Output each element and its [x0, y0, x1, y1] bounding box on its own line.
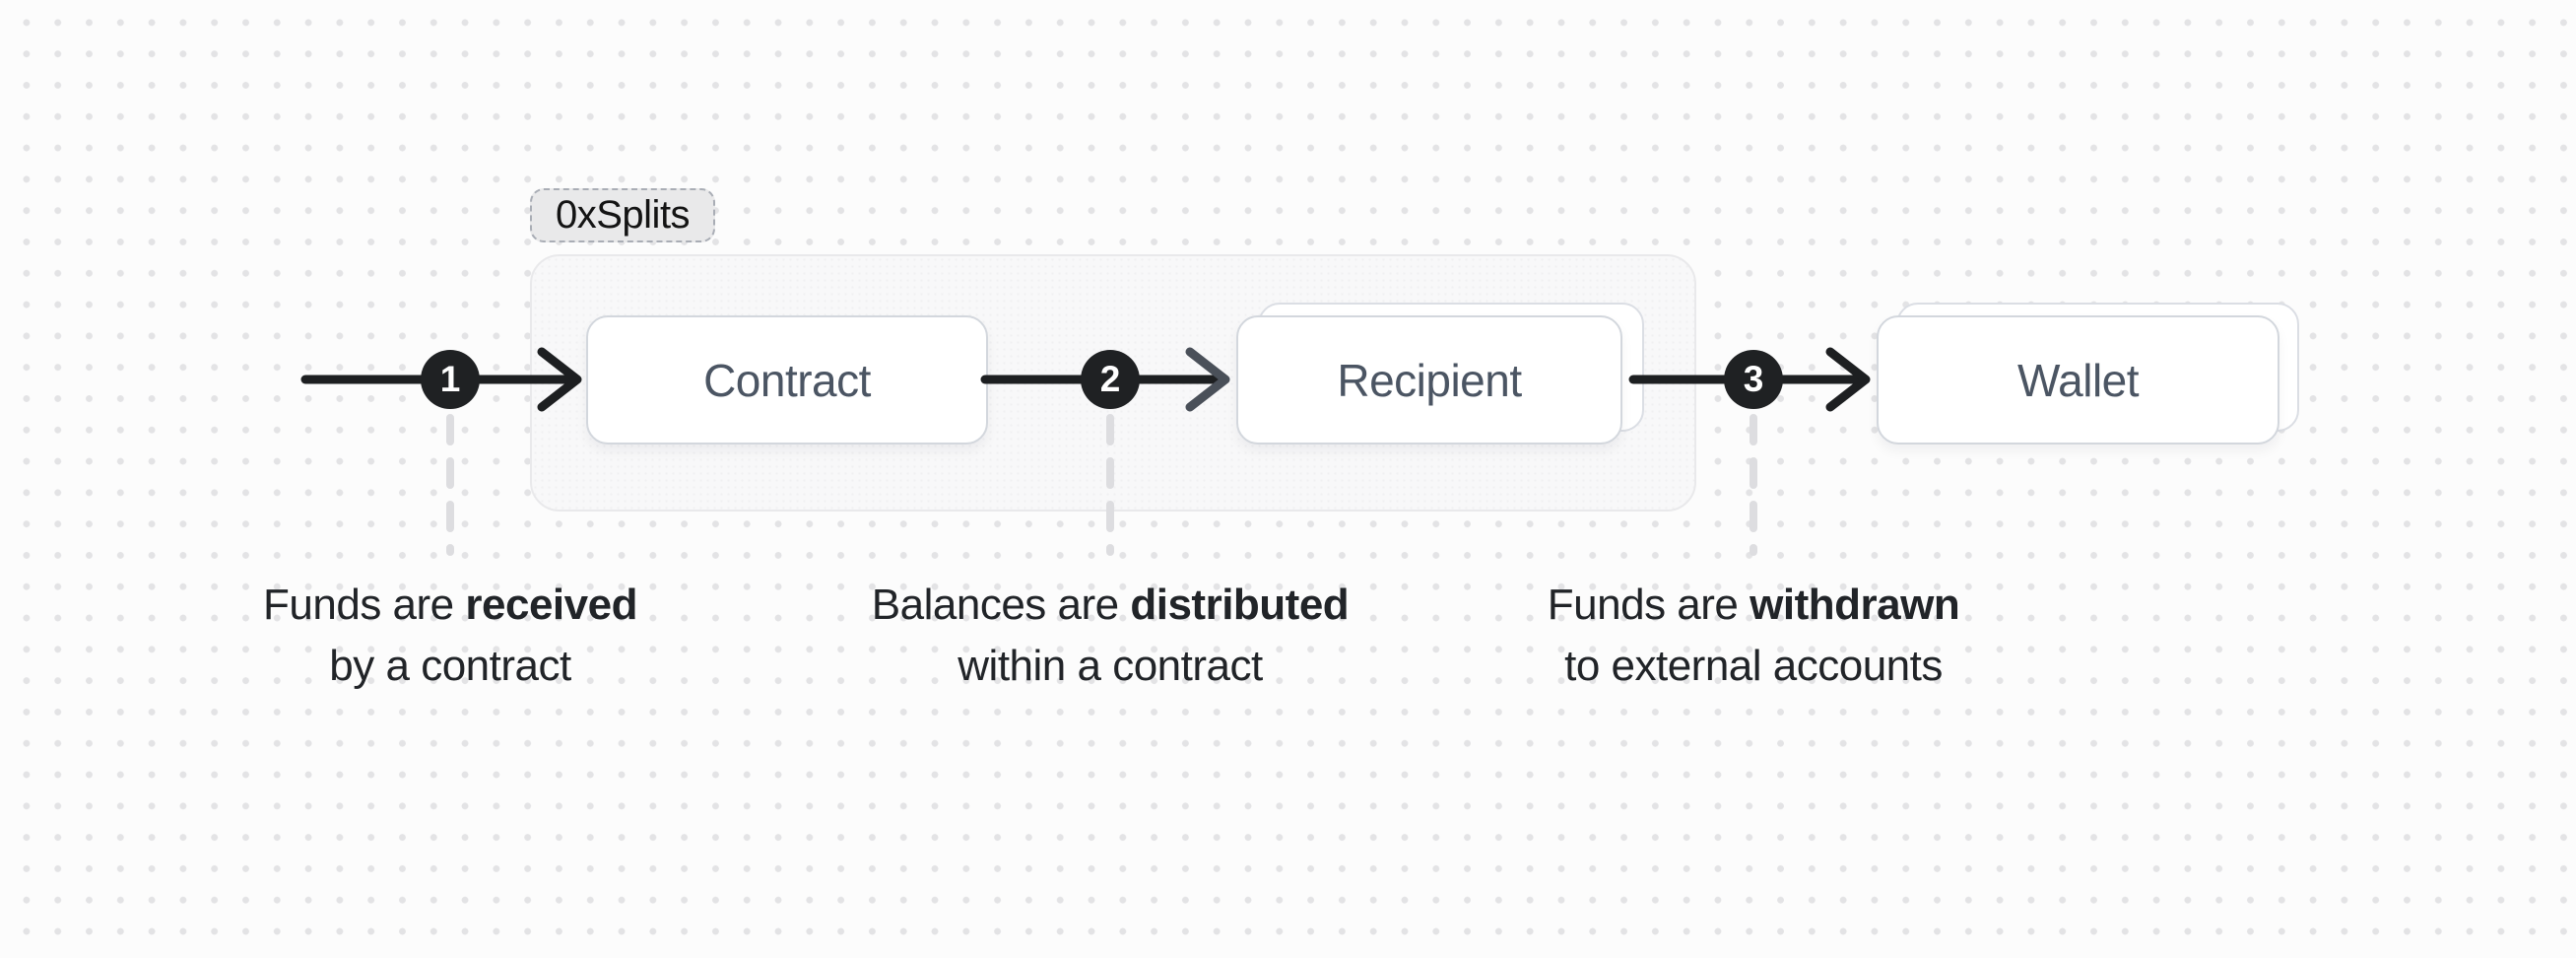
step-3-caption-line1: Funds are withdrawn: [1547, 581, 1960, 629]
node-wallet: Wallet: [1877, 315, 2279, 445]
oxsplits-badge-label: 0xSplits: [556, 193, 691, 237]
node-contract-label: Contract: [703, 354, 871, 406]
step-1-number: 1: [439, 359, 461, 399]
step-2-caption-line2: within a contract: [958, 642, 1263, 690]
step-1-caption-line1: Funds are received: [263, 581, 637, 629]
node-contract: Contract: [586, 315, 988, 445]
oxsplits-badge: 0xSplits: [530, 188, 716, 242]
step-2-caption: Balances are distributed within a contra…: [834, 575, 1386, 697]
step-2-marker: 2: [1081, 350, 1140, 409]
step-1-marker: 1: [421, 350, 480, 409]
step-1-caption-line2: by a contract: [329, 642, 571, 690]
step-3-number: 3: [1743, 359, 1764, 399]
step-3-marker: 3: [1724, 350, 1783, 409]
node-wallet-label: Wallet: [2016, 354, 2140, 406]
node-recipient: Recipient: [1236, 315, 1622, 445]
step-3-caption-line2: to external accounts: [1564, 642, 1943, 690]
step-3-caption: Funds are withdrawn to external accounts: [1478, 575, 2029, 697]
node-recipient-label: Recipient: [1337, 354, 1522, 406]
step-2-caption-line1: Balances are distributed: [871, 581, 1350, 629]
step-1-caption: Funds are received by a contract: [174, 575, 726, 697]
step-2-number: 2: [1099, 359, 1121, 399]
